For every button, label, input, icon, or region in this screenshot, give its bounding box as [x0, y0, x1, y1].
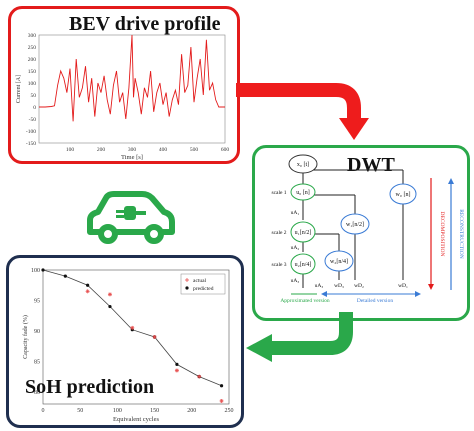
- wD3-label: wD₃: [334, 283, 344, 289]
- soh-ytick-label: 80: [34, 390, 40, 396]
- node-root: x₀ [t]: [297, 162, 309, 168]
- bev-ytick-label: 300: [28, 33, 37, 39]
- wD1-label: wD₁: [398, 283, 408, 289]
- soh-ytick-label: 95: [34, 298, 40, 304]
- node-w2: w₂[n/4]: [330, 259, 348, 265]
- soh-ylabel: Capacity fade (%): [22, 315, 29, 359]
- legend-predicted-label: predicted: [193, 286, 214, 292]
- uA3-bottom-label: uA₃: [315, 283, 324, 289]
- scale1-label: scale 1: [271, 190, 286, 196]
- uA2-label: uA₂: [291, 245, 300, 251]
- soh-actual-point: [197, 374, 202, 379]
- soh-actual-point: [85, 289, 90, 294]
- soh-predicted-point: [86, 283, 90, 287]
- soh-actual-point: [152, 335, 157, 339]
- soh-actual-point: [130, 325, 135, 330]
- bev-ylabel: Current [A]: [16, 75, 22, 103]
- soh-actual-point: [219, 398, 224, 403]
- wD2-label: wD₂: [354, 283, 364, 289]
- soh-xtick-label: 50: [77, 408, 83, 414]
- soh-xlabel: Equivalent cycles: [113, 416, 159, 423]
- soh-xtick-label: 200: [187, 408, 196, 414]
- node-w1: w₁[n/2]: [346, 222, 364, 228]
- soh-predicted-point: [108, 304, 112, 309]
- bev-xtick-label: 200: [97, 147, 106, 153]
- bev-xlabel: Time [s]: [121, 154, 143, 161]
- electric-car-icon: [87, 191, 175, 244]
- bev-ytick-label: 250: [28, 45, 37, 51]
- node-w0: w₀ [n]: [396, 192, 411, 198]
- decomposition-label: DECOMPOSITION: [439, 212, 445, 257]
- bev-ytick-label: 100: [28, 81, 37, 87]
- soh-predicted-point: [63, 274, 67, 278]
- soh-ytick-label: 100: [31, 268, 40, 274]
- soh-actual-point: [174, 368, 179, 373]
- scale3-label: scale 3: [271, 262, 286, 268]
- scale2-label: scale 2: [271, 230, 286, 236]
- bev-title: BEV drive profile: [69, 13, 221, 35]
- arrow-bev-to-dwt: [236, 83, 369, 140]
- detailed-version-label: Detailed version: [357, 298, 393, 304]
- bev-ytick-label: 0: [33, 105, 36, 111]
- soh-ytick-label: 90: [34, 329, 40, 335]
- node-u0: u₀ [n]: [296, 190, 310, 196]
- soh-actual-point: [107, 292, 112, 297]
- bev-xtick-label: 100: [66, 147, 75, 153]
- arrow-dwt-to-soh: [246, 312, 353, 362]
- bev-ytick-label: -50: [29, 117, 37, 123]
- soh-legend: actual predicted: [180, 273, 226, 295]
- bev-ytick-label: -100: [26, 129, 36, 135]
- legend-predicted-marker: [185, 286, 189, 290]
- bev-xtick-label: 600: [221, 147, 230, 153]
- soh-legend-box: [180, 273, 226, 295]
- soh-predicted-point: [41, 268, 45, 272]
- soh-ytick-label: 85: [34, 359, 40, 365]
- soh-prediction-panel: 80 85 90 95 100 0 50 100 150 200 250 Capacity fade …: [6, 255, 244, 428]
- soh-predicted-point: [219, 384, 224, 388]
- soh-xtick-label: 150: [150, 408, 159, 414]
- legend-actual-label: actual: [193, 278, 207, 284]
- approximated-version-label: Approximated version: [280, 298, 330, 304]
- soh-xtick-label: 250: [225, 408, 234, 414]
- bev-xtick-label: 500: [190, 147, 199, 153]
- node-u2: u₂[n/4]: [295, 262, 312, 268]
- soh-plot-frame: [42, 269, 230, 405]
- dwt-diagram: x₀ [t] u₀ [n] w₀ [n] u₁[n/2] w₁[n/2] u₂[…: [271, 154, 464, 304]
- soh-xtick-label: 100: [113, 408, 122, 414]
- bev-ytick-label: 150: [28, 69, 37, 75]
- reconstruction-label: RECONSTRUCTION: [458, 209, 464, 259]
- uA1-label: uA₁: [291, 210, 300, 216]
- node-u1: u₁[n/2]: [295, 230, 312, 236]
- bev-ytick-label: 50: [31, 93, 37, 99]
- soh-predicted-point: [175, 362, 179, 367]
- bev-ytick-label: -150: [26, 141, 36, 147]
- bev-xtick-label: 400: [159, 147, 168, 153]
- soh-xtick-label: 0: [42, 408, 45, 414]
- dwt-panel: DWT x₀ [t] u₀ [n] w₀ [n]: [252, 145, 470, 321]
- bev-ytick-label: 200: [28, 57, 37, 63]
- soh-title: SoH prediction: [25, 376, 155, 398]
- bev-xtick-label: 300: [128, 147, 137, 153]
- soh-capacity-chart: 80 85 90 95 100 0 50 100 150 200 250 Capacity fade …: [22, 268, 234, 423]
- uA3-label: uA₃: [291, 278, 300, 284]
- bev-current-series: [39, 34, 225, 122]
